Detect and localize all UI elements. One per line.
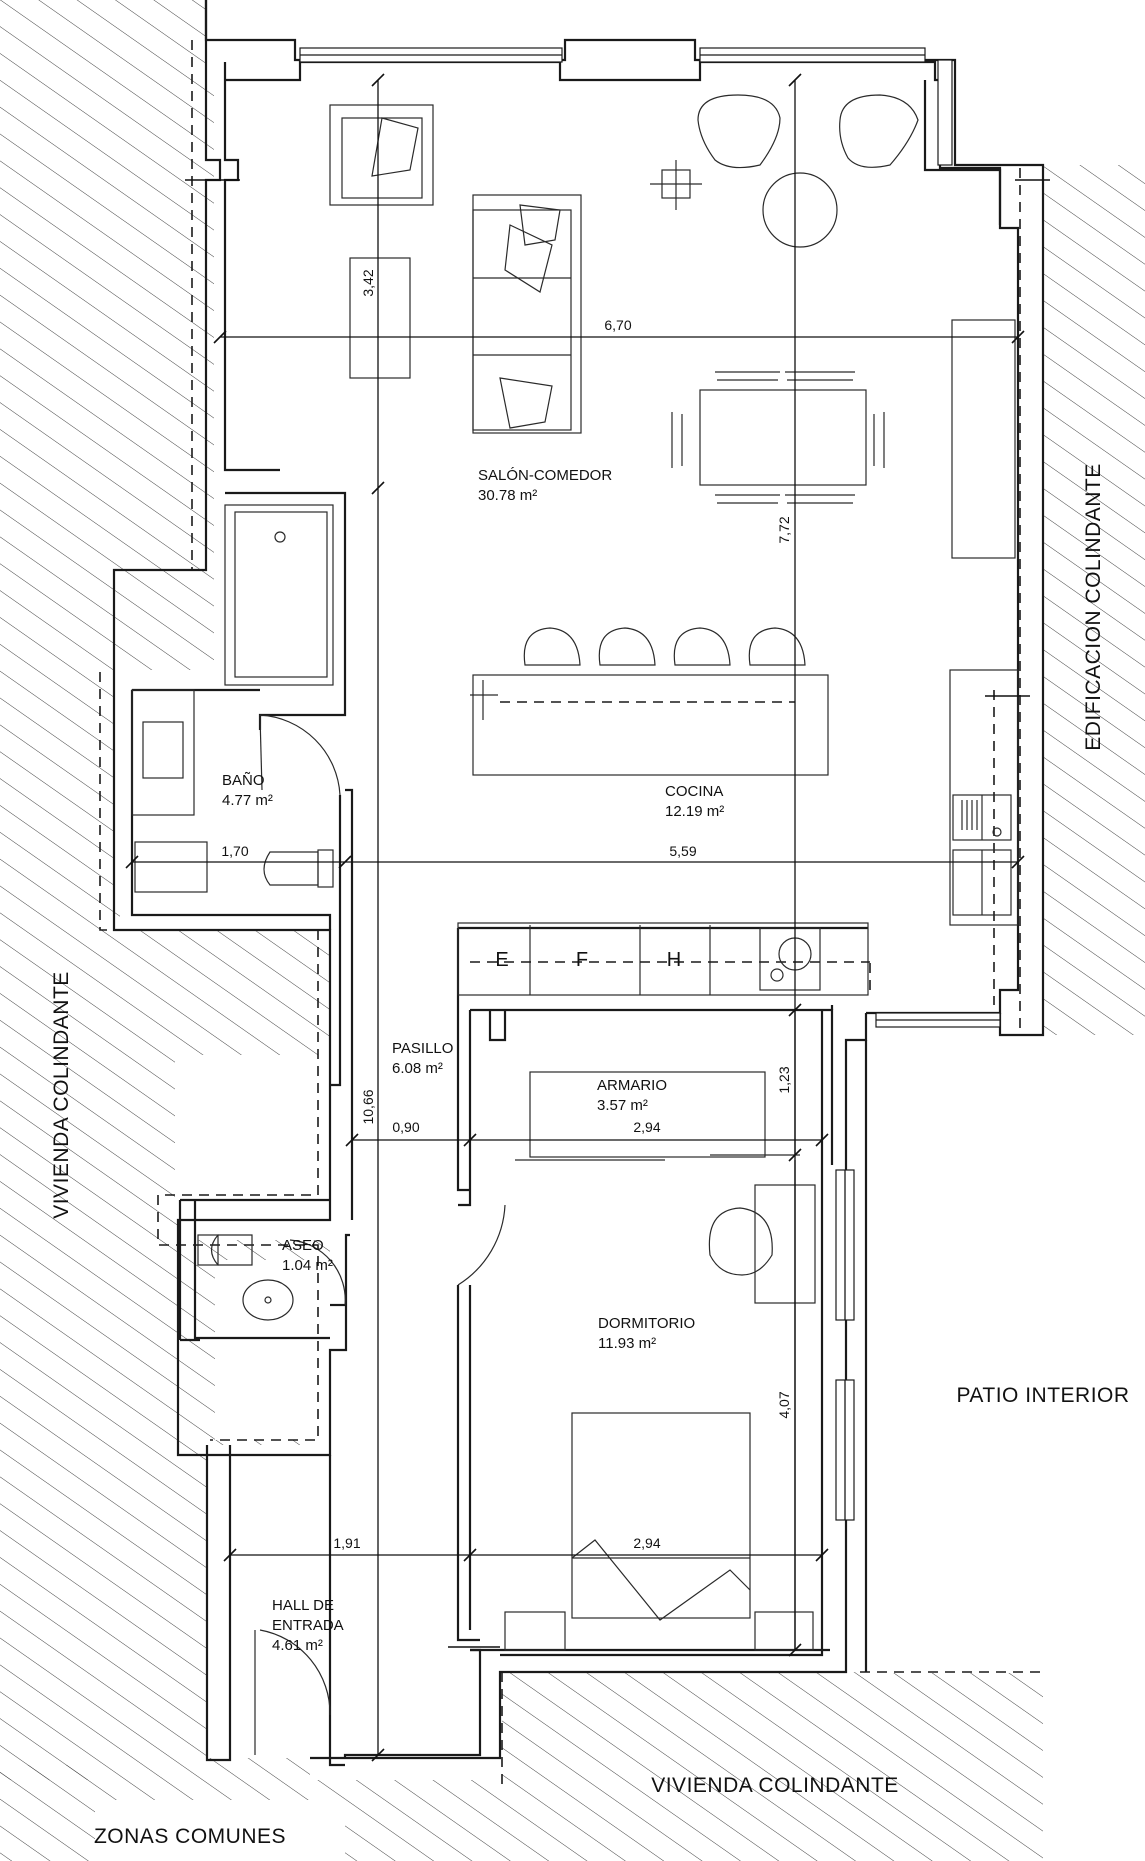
room-cocina-area: 12.19 m² <box>665 803 724 820</box>
room-hall-area: 4.61 m² <box>272 1637 323 1654</box>
room-salon-name: SALÓN-COMEDOR <box>478 467 612 484</box>
label-patio: PATIO INTERIOR <box>956 1384 1129 1407</box>
dim-cocina-width: 5,59 <box>669 843 696 859</box>
kitchen-letter-f: F <box>576 949 588 971</box>
dim-armario-width: 2,94 <box>633 1119 660 1135</box>
dim-pasillo-width: 0,90 <box>392 1119 419 1135</box>
dim-salon-height: 3,42 <box>360 269 376 296</box>
dim-dormitorio-width: 2,94 <box>633 1535 660 1551</box>
dim-total-length: 10,66 <box>360 1089 376 1124</box>
dim-hall-width: 1,91 <box>333 1535 360 1551</box>
kitchen-letter-e: E <box>495 949 508 971</box>
dim-living-depth: 7,72 <box>776 516 792 543</box>
dimension-lines <box>125 73 1025 1762</box>
room-cocina-name: COCINA <box>665 783 723 800</box>
room-aseo-name: ASEO <box>282 1237 324 1254</box>
room-armario-area: 3.57 m² <box>597 1097 648 1114</box>
room-armario-name: ARMARIO <box>597 1077 667 1094</box>
room-dormitorio-name: DORMITORIO <box>598 1315 695 1332</box>
room-dormitorio-area: 11.93 m² <box>598 1335 656 1352</box>
label-right-building: EDIFICACION COLINDANTE <box>1082 463 1105 751</box>
kitchen-letters: E F H <box>495 949 681 971</box>
dimension-labels: 6,70 3,42 7,72 1,70 5,59 10,66 0,90 2,94… <box>221 269 792 1551</box>
dashed-boundaries <box>99 40 1043 1790</box>
dim-bano-width: 1,70 <box>221 843 248 859</box>
room-pasillo-area: 6.08 m² <box>392 1060 443 1077</box>
room-hall-name-2: ENTRADA <box>272 1617 344 1634</box>
room-hall-name-1: HALL DE <box>272 1597 334 1614</box>
dim-salon-width: 6,70 <box>604 317 631 333</box>
label-common-zones: ZONAS COMUNES <box>94 1825 286 1848</box>
label-bottom-neighbour: VIVIENDA COLINDANTE <box>651 1774 899 1797</box>
label-left-neighbour: VIVIENDA COLINDANTE <box>50 971 73 1219</box>
room-bano-name: BAÑO <box>222 772 265 789</box>
dim-armario-depth: 1,23 <box>776 1066 792 1093</box>
surrounding-labels: VIVIENDA COLINDANTE EDIFICACION COLINDAN… <box>50 463 1129 1848</box>
windows <box>299 47 1001 1521</box>
dim-dormitorio-depth: 4,07 <box>776 1391 792 1418</box>
room-bano-area: 4.77 m² <box>222 792 273 809</box>
room-labels: SALÓN-COMEDOR 30.78 m² COCINA 12.19 m² B… <box>222 467 724 1654</box>
furniture <box>131 94 1050 1755</box>
room-salon-area: 30.78 m² <box>478 487 537 504</box>
room-pasillo-name: PASILLO <box>392 1040 453 1057</box>
kitchen-letter-h: H <box>667 949 681 971</box>
room-aseo-area: 1.04 m² <box>282 1257 333 1274</box>
